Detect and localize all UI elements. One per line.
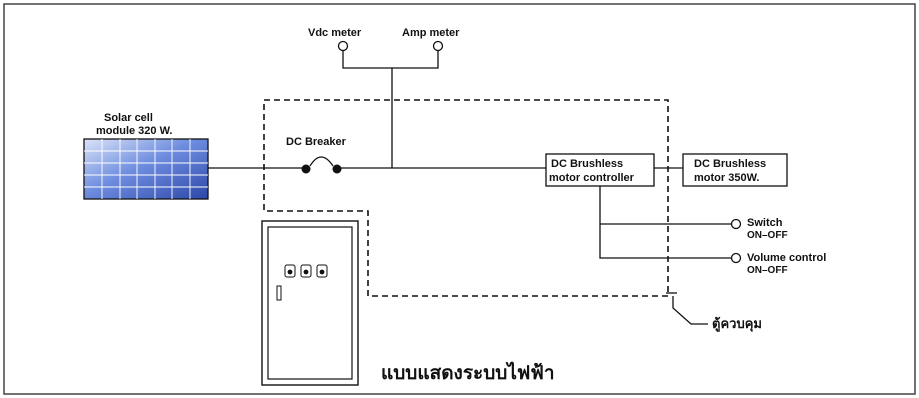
dc-breaker: DC Breaker (286, 136, 347, 174)
amp-meter-terminal (432, 40, 444, 52)
cabinet-handle (276, 285, 282, 301)
solar-panel (83, 138, 209, 200)
solar-label-line1: Solar cell (104, 112, 153, 124)
solar-panel-grid (84, 139, 208, 199)
cabinet-callout: ตู้ควบคุม (666, 292, 762, 332)
control-cabinet-drawing (261, 220, 359, 386)
volume-label-line2: ON–OFF (747, 265, 788, 276)
cabinet-callout-label: ตู้ควบคุม (712, 316, 762, 332)
vdc-meter: Vdc meter (308, 27, 362, 52)
cabinet-callout-leader (672, 296, 708, 325)
cabinet-boundary (263, 99, 669, 297)
vdc-meter-label: Vdc meter (308, 27, 362, 39)
outer-frame (3, 3, 916, 395)
indicator-1-dot (287, 269, 293, 275)
diagram-title: แบบแสดงระบบไฟฟ้า (381, 361, 555, 384)
volume-wire (599, 186, 731, 259)
solar-label-line2: module 320 W. (96, 125, 172, 137)
motor-box (682, 153, 788, 187)
meter-wire (342, 51, 439, 69)
dc-motor: DC Brushless motor 350W. (682, 153, 788, 187)
switch-label-line2: ON–OFF (747, 230, 788, 241)
switch-terminal-dot (730, 218, 742, 230)
amp-meter-label: Amp meter (402, 27, 460, 39)
controller-label-line1: DC Brushless (551, 158, 623, 170)
indicator-2-dot (303, 269, 309, 275)
vdc-meter-terminal (337, 40, 349, 52)
amp-meter: Amp meter (402, 27, 460, 52)
volume-label-line1: Volume control (747, 252, 826, 264)
breaker-contact-left (301, 164, 311, 174)
volume-terminal-dot (730, 252, 742, 264)
volume-control-terminal: Volume control ON–OFF (730, 252, 826, 276)
solar-cell-module: Solar cell module 320 W. (83, 112, 209, 200)
switch-terminal: Switch ON–OFF (730, 217, 788, 241)
cabinet-indicators (284, 264, 328, 278)
controller-box (545, 153, 655, 187)
controller-label-line2: motor controller (549, 172, 635, 184)
breaker-contact-right (332, 164, 342, 174)
motor-label-line2: motor 350W. (694, 172, 759, 184)
motor-controller: DC Brushless motor controller (545, 153, 655, 187)
indicator-3-dot (319, 269, 325, 275)
switch-label-line1: Switch (747, 217, 783, 229)
dc-breaker-label: DC Breaker (286, 136, 347, 148)
breaker-arc (309, 156, 334, 167)
cabinet-door (267, 226, 353, 380)
motor-label-line1: DC Brushless (694, 158, 766, 170)
